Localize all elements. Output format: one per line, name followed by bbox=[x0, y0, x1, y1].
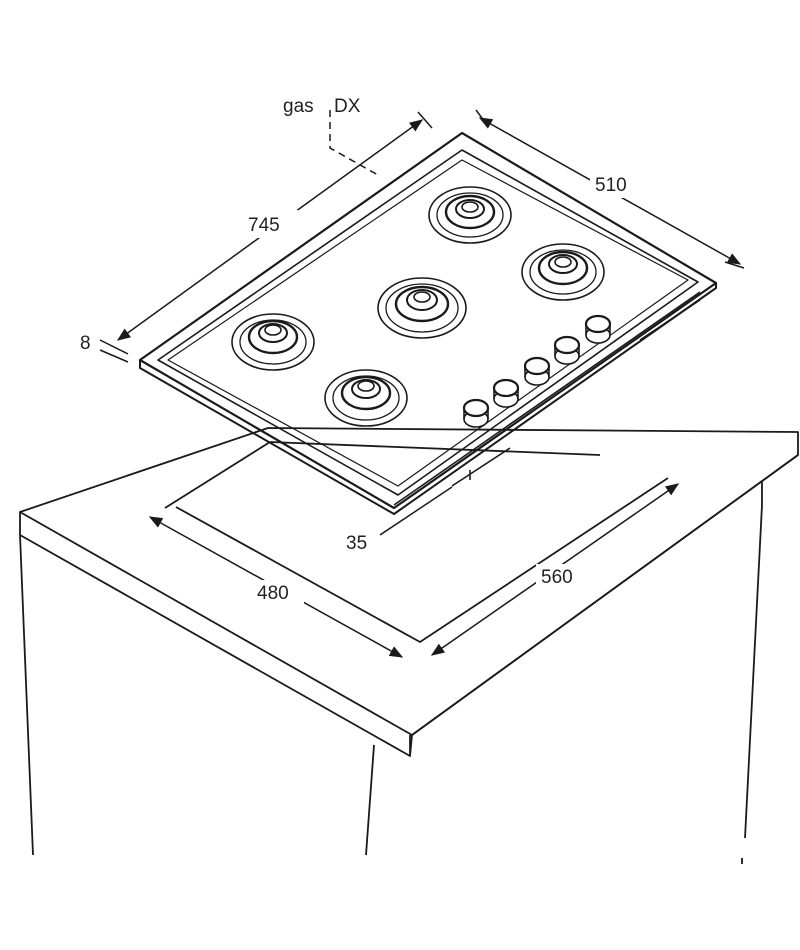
knob-1 bbox=[462, 398, 490, 428]
control-knobs bbox=[462, 314, 612, 428]
cutout-recess bbox=[164, 441, 669, 644]
knob-5 bbox=[584, 314, 612, 344]
cutout-outline bbox=[164, 441, 669, 644]
cabinet-left-side bbox=[19, 534, 34, 856]
label-depth-510: 510 bbox=[595, 175, 627, 196]
label-gas: gas bbox=[283, 96, 314, 117]
countertop bbox=[19, 427, 799, 757]
burner-front bbox=[324, 369, 408, 427]
dim-35-line bbox=[379, 486, 453, 536]
burner-right bbox=[521, 243, 605, 301]
label-offset-35: 35 bbox=[346, 533, 367, 554]
knob-2 bbox=[492, 378, 520, 408]
label-width-745: 745 bbox=[248, 215, 280, 236]
burner-back-center bbox=[428, 186, 512, 244]
hob-frame-edge bbox=[139, 283, 717, 515]
hob-control-strip bbox=[393, 291, 701, 506]
cabinet bbox=[19, 504, 763, 864]
dimension-labels: gas DX 745 510 8 35 480 560 bbox=[80, 96, 627, 604]
cabinet-right-side bbox=[744, 504, 763, 839]
label-knockouts bbox=[242, 172, 640, 606]
cabinet-front-left-edge bbox=[365, 744, 375, 856]
label-thickness-8: 8 bbox=[80, 333, 91, 354]
burner-center-wok bbox=[377, 277, 467, 339]
countertop-top-surface bbox=[19, 427, 799, 736]
countertop-front-edge bbox=[19, 454, 799, 757]
knob-3 bbox=[523, 356, 551, 386]
hob-tray-inner bbox=[157, 149, 699, 496]
dim-8-ticks bbox=[99, 339, 129, 363]
dimension-lines bbox=[99, 109, 745, 658]
gas-leader bbox=[329, 110, 379, 176]
label-cutout-depth-480: 480 bbox=[257, 583, 289, 604]
burner-left bbox=[231, 313, 315, 371]
knob-4 bbox=[553, 335, 581, 365]
label-cutout-width-560: 560 bbox=[541, 567, 573, 588]
label-dx: DX bbox=[334, 96, 361, 117]
